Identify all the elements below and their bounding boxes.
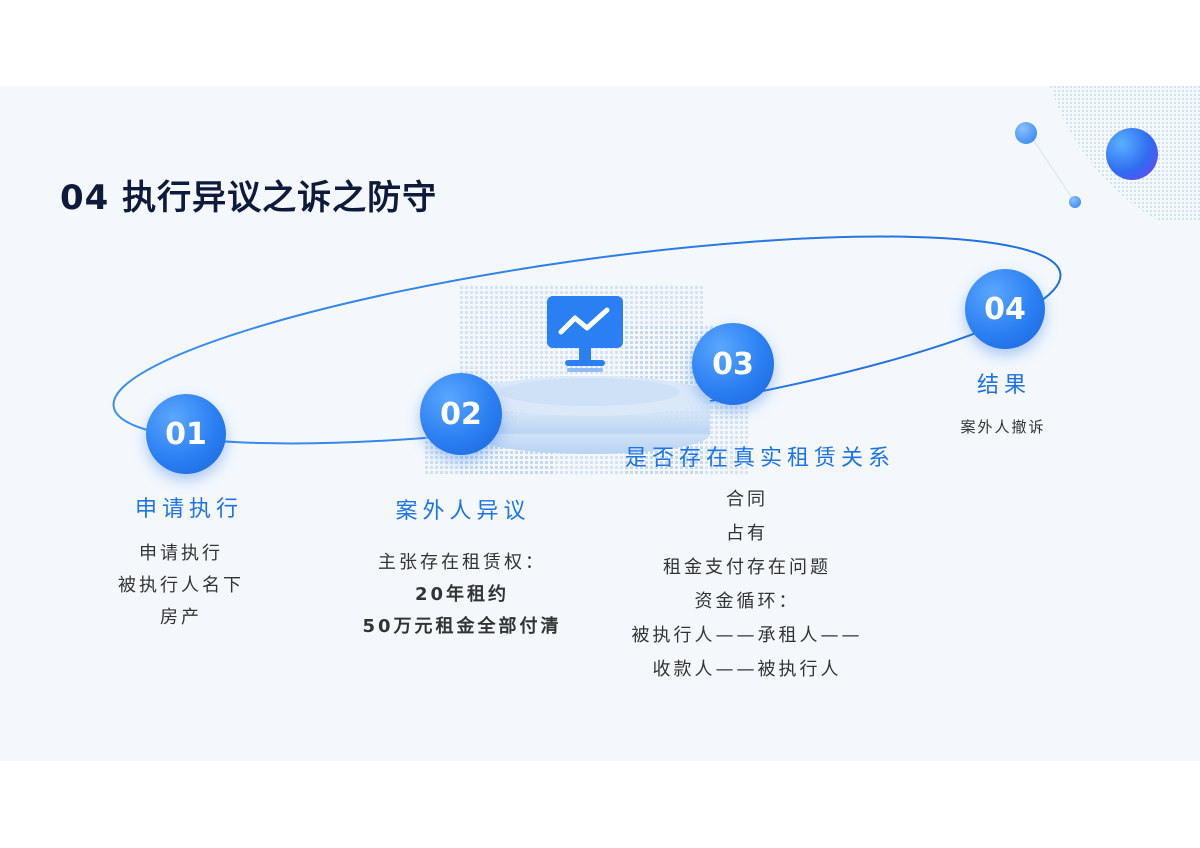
- step-3-line: 租金支付存在问题: [663, 557, 831, 578]
- step-2-title: 案外人异议: [395, 499, 531, 524]
- deco-line: [1027, 131, 1076, 203]
- step-1-title: 申请执行: [134, 497, 244, 522]
- monitor-chart-icon: [547, 296, 623, 372]
- step-3-line: 资金循环：: [694, 591, 800, 612]
- step-2-line: 50万元租金全部付清: [362, 616, 562, 637]
- slide: 04 执行异议之诉之防守: [0, 86, 1200, 761]
- step-3-line: 被执行人——承租人——: [631, 625, 863, 646]
- step-3-badge: 03: [692, 323, 774, 405]
- step-2-badge: 02: [420, 373, 502, 455]
- step-1-line: 被执行人名下: [118, 575, 244, 596]
- step-4-description: 案外人撤诉: [960, 411, 1045, 443]
- page-title: 04 执行异议之诉之防守: [60, 178, 438, 218]
- step-1-number: 01: [165, 416, 207, 452]
- step-3-line: 占有: [726, 523, 768, 544]
- step-1-line: 申请执行: [139, 543, 223, 564]
- deco-ball-tiny: [1069, 196, 1081, 208]
- step-2-line: 20年租约: [414, 584, 510, 605]
- step-3-line: 收款人——被执行人: [652, 659, 842, 680]
- step-1-line: 房产: [160, 607, 202, 628]
- step-2-line: 主张存在租赁权：: [378, 552, 546, 573]
- deco-ball-small: [1015, 122, 1037, 144]
- step-4-badge: 04: [965, 269, 1045, 349]
- step-3-number: 03: [712, 346, 754, 382]
- step-2-number: 02: [440, 396, 482, 432]
- step-4-line: 案外人撤诉: [960, 418, 1046, 436]
- step-2-description: 主张存在租赁权： 20年租约 50万元租金全部付清: [362, 547, 561, 643]
- step-3-line: 合同: [726, 489, 768, 510]
- step-1-badge: 01: [146, 394, 226, 474]
- step-1-description: 申请执行 被执行人名下 房产: [118, 538, 244, 634]
- step-3-description: 合同 占有 租金支付存在问题 资金循环： 被执行人——承租人—— 收款人——被执…: [632, 483, 863, 687]
- deco-ball-large: [1106, 128, 1158, 180]
- step-3-title: 是否存在真实租赁关系: [624, 446, 896, 471]
- step-4-number: 04: [984, 291, 1026, 327]
- step-4-title: 结果: [976, 373, 1032, 398]
